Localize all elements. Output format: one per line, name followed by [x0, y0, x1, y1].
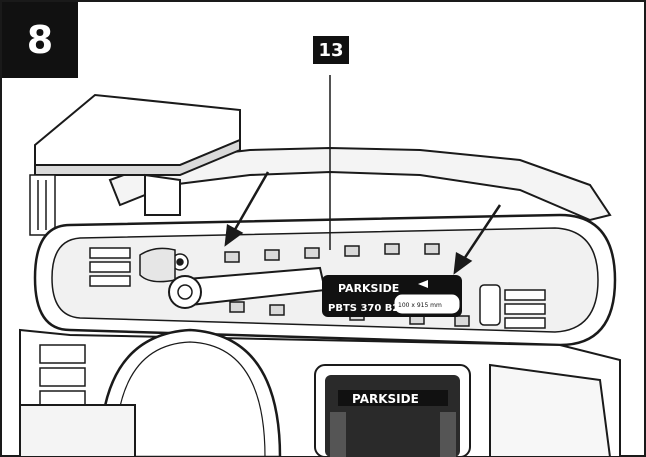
right-drum: [479, 284, 546, 329]
right-housing: [489, 363, 612, 457]
lid-hinge: [144, 173, 181, 216]
belt-label: PARKSIDE PBTS 370 B2 100 x 915 mm: [322, 275, 462, 317]
belt-label-brand: PARKSIDE: [338, 282, 399, 295]
left-housing-ribs: [39, 344, 86, 410]
direction-arrow-icon: [418, 280, 428, 288]
callout-number-badge: 13: [313, 36, 349, 64]
base-label-brand: PARKSIDE: [352, 392, 419, 406]
battery-slot: PARKSIDE: [314, 364, 471, 457]
belt-label-size: 100 x 915 mm: [398, 302, 442, 309]
belt-label-model: PBTS 370 B2: [328, 303, 399, 314]
indicator-arrows: [224, 171, 502, 275]
left-drum: [89, 247, 189, 287]
lid-side-ribs: [29, 174, 56, 236]
work-table: [19, 404, 136, 457]
machine-hood: [108, 146, 612, 222]
figure-number-badge: 8: [2, 2, 78, 78]
sanding-disc: [98, 328, 282, 457]
